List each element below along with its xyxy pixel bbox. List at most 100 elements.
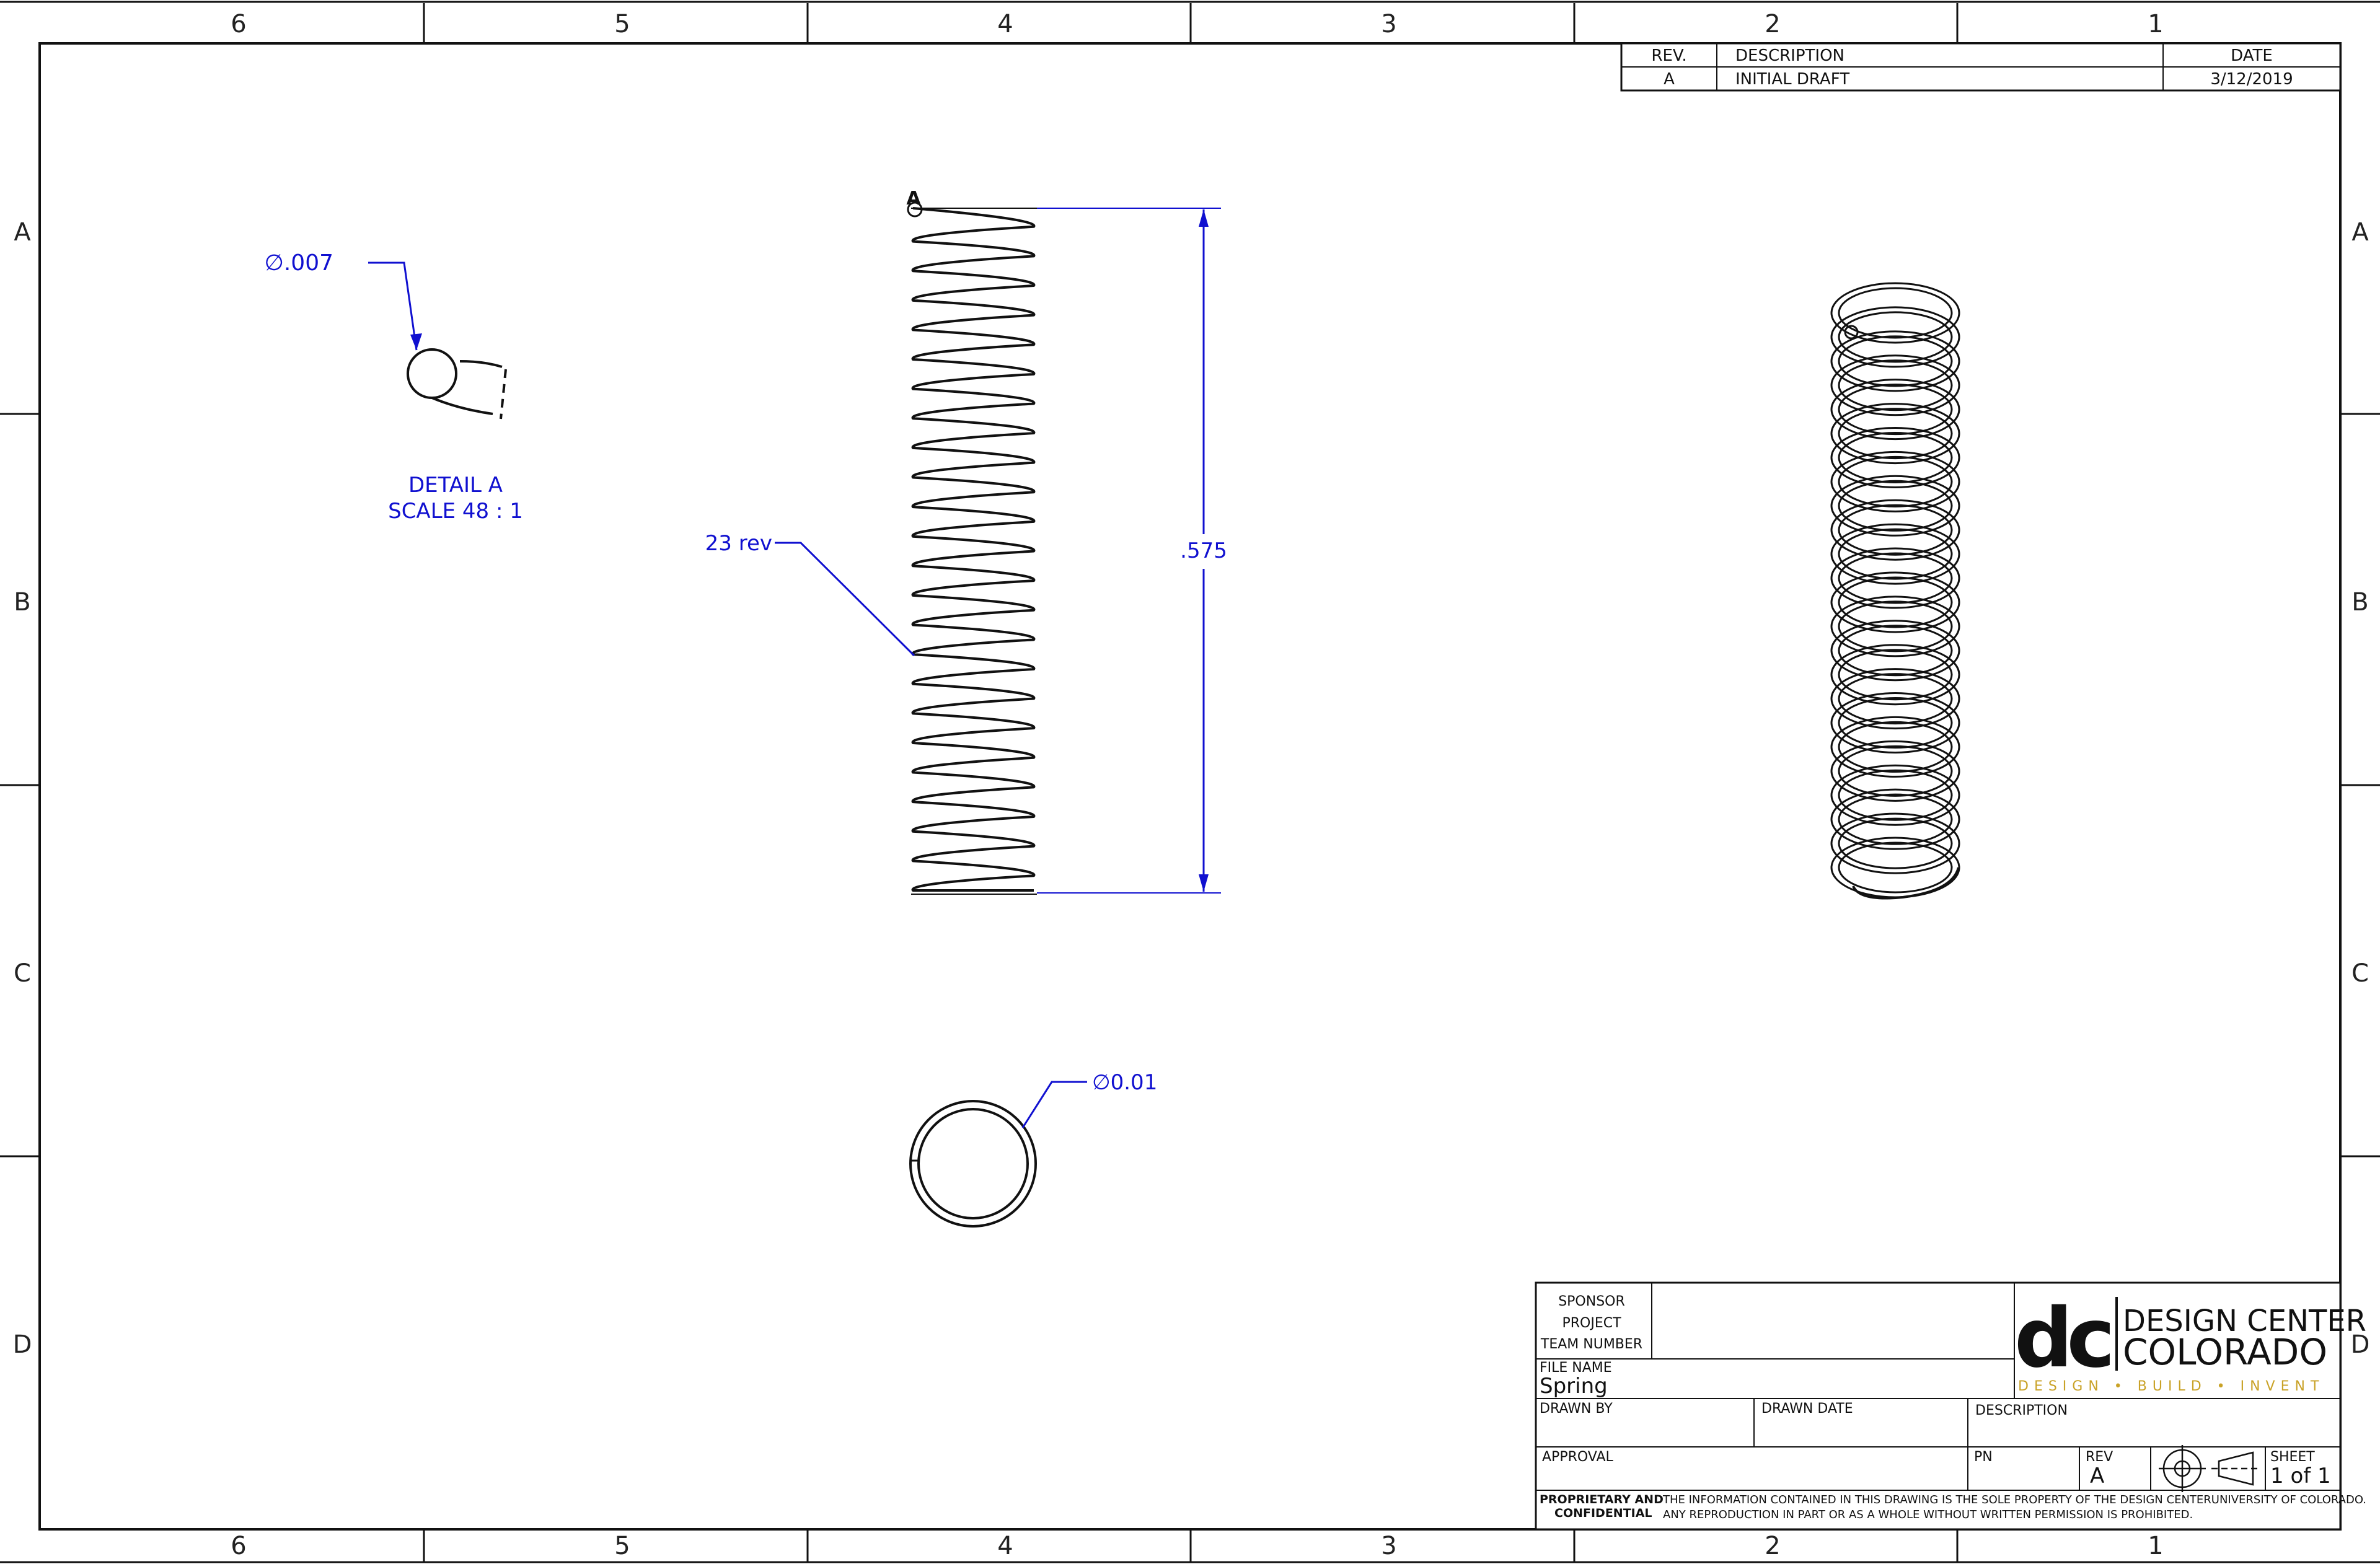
isometric-coil-i-6 <box>1838 431 1953 483</box>
isometric-coil-i-2 <box>1838 335 1953 387</box>
end-view-inner-circle <box>917 1108 1029 1219</box>
isometric-coil-i-0 <box>1838 287 1953 339</box>
revision-block: REV. DESCRIPTION DATE A INITIAL DRAFT 3/… <box>1620 42 2342 92</box>
detail-marker-circle <box>907 201 923 217</box>
revision-row-date: 3/12/2019 <box>2210 70 2293 89</box>
zone-row-left-c: C <box>14 959 31 988</box>
zone-ticks <box>0 3 2380 1562</box>
isometric-coil-o-6 <box>1830 426 1960 488</box>
end-view-outer-circle <box>909 1100 1037 1228</box>
wire-diameter-leader <box>1021 1081 1087 1128</box>
third-angle-projection-icon <box>2159 1445 2261 1492</box>
isometric-coil-i-23 <box>1838 841 1953 894</box>
zone-row-right-b: B <box>2351 588 2368 617</box>
zone-col-bottom-5: 5 <box>614 1532 630 1560</box>
logo-monogram: dc <box>2014 1291 2110 1386</box>
isometric-coil-o-10 <box>1830 523 1960 585</box>
isometric-coil-o-4 <box>1830 379 1960 441</box>
revision-header-date: DATE <box>2231 46 2273 65</box>
zone-row-left-b: B <box>14 588 30 617</box>
isometric-coil-o-8 <box>1830 475 1960 537</box>
zone-col-top-4: 4 <box>997 10 1013 38</box>
isometric-coil-i-8 <box>1838 480 1953 532</box>
isometric-coil-o-22 <box>1830 812 1960 874</box>
isometric-coil-o-14 <box>1830 620 1960 682</box>
drawn-date-label: DRAWN DATE <box>1761 1401 1853 1417</box>
isometric-coil-i-13 <box>1838 600 1953 652</box>
wire-diameter-dimension: ∅0.01 <box>1092 1070 1157 1095</box>
zone-col-bottom-3: 3 <box>1381 1532 1396 1560</box>
isometric-coil-o-17 <box>1830 692 1960 754</box>
zone-row-left-d: D <box>13 1330 32 1359</box>
zone-row-right-c: C <box>2351 959 2369 988</box>
wire-breakout <box>431 360 503 415</box>
confidential-text-1: THE INFORMATION CONTAINED IN THIS DRAWIN… <box>1662 1493 2366 1506</box>
isometric-coil-i-17 <box>1838 697 1953 749</box>
wire-cross-section <box>407 348 457 399</box>
isometric-coil-start <box>1844 325 1859 340</box>
isometric-coil-i-22 <box>1838 817 1953 869</box>
rev-value: A <box>2090 1464 2104 1488</box>
sponsor-label: SPONSOR <box>1558 1294 1625 1309</box>
team-number-label: TEAM NUMBER <box>1540 1337 1642 1352</box>
description-label: DESCRIPTION <box>1975 1403 2068 1418</box>
isometric-coil-o-5 <box>1830 403 1960 465</box>
isometric-coil-i-21 <box>1838 793 1953 845</box>
detail-diameter-dimension: ∅.007 <box>264 250 333 276</box>
zone-col-bottom-4: 4 <box>997 1532 1013 1560</box>
isometric-coil-o-7 <box>1830 450 1960 512</box>
proprietary-line-1: PROPRIETARY AND <box>1540 1493 1664 1506</box>
revision-header-rev: REV. <box>1651 46 1686 65</box>
zone-col-bottom-6: 6 <box>231 1532 246 1560</box>
confidential-text-2: ANY REPRODUCTION IN PART OR AS A WHOLE W… <box>1663 1508 2193 1521</box>
isometric-coil-i-5 <box>1838 408 1953 460</box>
isometric-coil-o-2 <box>1830 330 1960 392</box>
isometric-coil-i-16 <box>1838 673 1953 725</box>
drawn-by-label: DRAWN BY <box>1540 1401 1613 1417</box>
sheet-value: 1 of 1 <box>2270 1464 2331 1488</box>
proprietary-line-2: CONFIDENTIAL <box>1554 1506 1652 1520</box>
zone-col-top-5: 5 <box>614 10 630 38</box>
approval-label: APPROVAL <box>1542 1449 1613 1465</box>
isometric-coil-o-20 <box>1830 764 1960 826</box>
isometric-coil-i-11 <box>1838 552 1953 604</box>
zone-col-bottom-1: 1 <box>2148 1532 2163 1560</box>
spring-front-view: A .575 23 rev <box>705 188 1233 895</box>
zone-col-top-6: 6 <box>231 10 246 38</box>
isometric-coil-o-15 <box>1830 644 1960 706</box>
isometric-coil-i-9 <box>1838 504 1953 556</box>
file-name-value: Spring <box>1540 1374 1608 1399</box>
logo-line-2: COLORADO <box>2123 1331 2327 1373</box>
revolutions-note: 23 rev <box>705 531 772 556</box>
height-dimension: .575 <box>1180 538 1227 563</box>
isometric-coil-i-7 <box>1838 455 1953 507</box>
zone-col-bottom-2: 2 <box>1765 1532 1780 1560</box>
detail-leader <box>368 261 418 351</box>
detail-a-view: ∅.007 DETAIL A SCALE 48 : 1 <box>264 250 522 524</box>
zone-row-left-a: A <box>14 218 31 247</box>
design-center-colorado-logo: dc DESIGN CENTER COLORADO DESIGN • BUILD… <box>2014 1291 2366 1394</box>
logo-tagline: DESIGN • BUILD • INVENT <box>2018 1379 2324 1394</box>
isometric-coil-o-12 <box>1830 571 1960 633</box>
detail-scale: SCALE 48 : 1 <box>388 499 523 524</box>
zone-row-right-d: D <box>2351 1330 2370 1359</box>
isometric-coil-i-15 <box>1838 649 1953 701</box>
zone-col-top-2: 2 <box>1765 10 1780 38</box>
isometric-coil-o-16 <box>1830 668 1960 730</box>
revision-header-description: DESCRIPTION <box>1735 46 1844 65</box>
isometric-coil-o-1 <box>1830 306 1960 368</box>
spring-outer-envelope <box>911 208 1037 895</box>
isometric-coil-i-19 <box>1838 745 1953 797</box>
isometric-coil-i-3 <box>1838 359 1953 411</box>
spring-isometric-view <box>1830 282 1960 900</box>
isometric-coil-i-10 <box>1838 528 1953 580</box>
isometric-coil-i-12 <box>1838 576 1953 628</box>
isometric-coil-o-3 <box>1830 354 1960 416</box>
isometric-coil-o-11 <box>1830 547 1960 609</box>
isometric-coil-i-14 <box>1838 625 1953 677</box>
isometric-coil-i-1 <box>1838 311 1953 363</box>
revision-row-rev: A <box>1664 70 1675 89</box>
revision-row-description: INITIAL DRAFT <box>1735 70 1849 89</box>
rev-label: REV <box>2086 1449 2113 1465</box>
